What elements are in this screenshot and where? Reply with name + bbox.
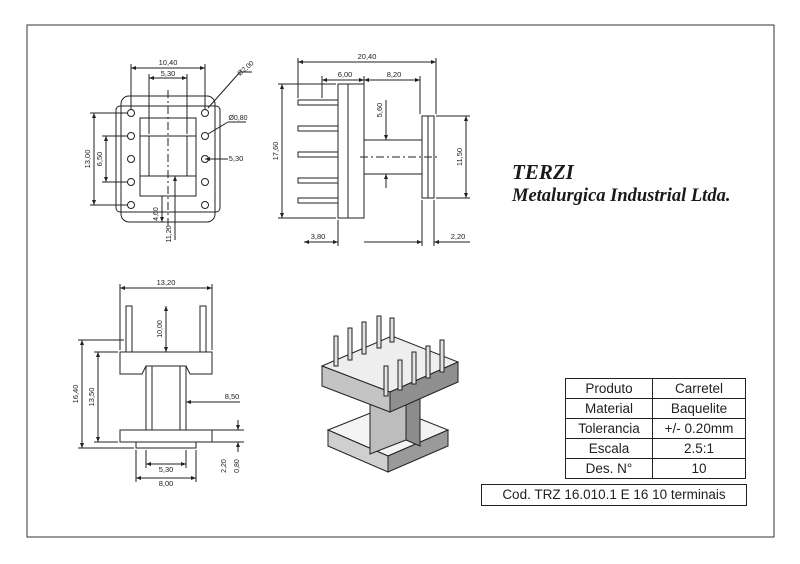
title-block-row: Tolerancia +/- 0.20mm: [565, 418, 746, 439]
leader-line: [207, 71, 241, 109]
title-block-row: Escala 2.5:1: [565, 438, 746, 459]
pin-hole: [201, 178, 209, 186]
title-block-value: 2.5:1: [652, 438, 746, 459]
iso-pins: [333, 315, 445, 397]
dim-width-inner: 5,30: [161, 69, 176, 78]
dim-height-right: 11,50: [455, 148, 464, 166]
pin: [425, 345, 431, 379]
pin-hole: [201, 201, 209, 209]
dim-left-part: 6,00: [338, 70, 353, 79]
title-block-label: Produto: [565, 378, 653, 399]
front-view: [78, 284, 244, 482]
title-block-label: Material: [565, 398, 653, 419]
front-view-base: [135, 441, 197, 449]
dim-overall: 20,40: [358, 52, 377, 61]
title-block-row: Produto Carretel: [565, 378, 746, 399]
dim-pin-dia: Ø2,00: [236, 60, 255, 78]
iso-top-flange-right: [389, 361, 459, 413]
side-view: [278, 58, 470, 246]
pin: [383, 365, 389, 397]
dim-bottom-right: 2,20: [451, 232, 466, 241]
top-view-pins-left: [127, 109, 135, 209]
dim-height-left: 17,60: [271, 142, 280, 161]
title-block-value: Carretel: [652, 378, 746, 399]
pin: [376, 315, 382, 349]
dim-width-outer: 10,40: [159, 58, 178, 67]
dim-pin-length: 10,00: [157, 320, 164, 338]
dim-offset-small: 4,60: [153, 207, 160, 221]
title-block-row: Des. N° 10: [565, 458, 746, 479]
title-block-value: Baquelite: [652, 398, 746, 419]
pin: [297, 177, 339, 184]
part-code: Cod. TRZ 16.010.1 E 16 10 terminais: [481, 484, 747, 506]
side-view-pins: [297, 99, 339, 204]
dim-flange-b: 0,80: [234, 459, 241, 473]
pin: [297, 151, 339, 158]
title-block: Produto Carretel Material Baquelite Tole…: [481, 378, 747, 508]
iso-base-right: [387, 429, 449, 473]
dim-core-width: 8,50: [225, 392, 240, 401]
pin: [199, 305, 207, 353]
pin-hole: [201, 109, 209, 117]
dim-bottom-left: 3,80: [311, 232, 326, 241]
top-view: [90, 64, 252, 240]
title-block-label: Des. N°: [565, 458, 653, 479]
front-view-top-flange: [119, 351, 213, 375]
dim-height-body: 13,50: [87, 388, 96, 407]
dim-width-top: 13,20: [157, 278, 176, 287]
dim-offset-large: 11,20: [166, 225, 173, 242]
pin-hole: [201, 132, 209, 140]
pin-hole: [127, 132, 135, 140]
title-block-table: Produto Carretel Material Baquelite Tole…: [565, 378, 746, 479]
pin: [397, 359, 403, 391]
pin-hole: [127, 201, 135, 209]
dim-base-inner: 5,30: [159, 465, 174, 474]
title-block-label: Escala: [565, 438, 653, 459]
dim-right-part: 8,20: [387, 70, 402, 79]
pin: [411, 351, 417, 385]
title-block-value: +/- 0.20mm: [652, 418, 746, 439]
pin: [439, 339, 445, 373]
company-name: TERZI: [512, 160, 574, 184]
drawing-border: [26, 24, 775, 538]
dim-pitch: 5,30: [229, 154, 244, 163]
leader-line: [207, 121, 229, 135]
pin: [361, 321, 367, 355]
pin: [333, 335, 339, 367]
pin: [297, 125, 339, 132]
dim-pin-circle: Ø0,80: [228, 115, 247, 122]
pin-hole: [127, 109, 135, 117]
dim-neck: 5,60: [375, 103, 384, 118]
pin: [297, 197, 339, 204]
top-view-pins-right: [201, 109, 209, 209]
dim-height-overall: 16,40: [71, 385, 80, 404]
dim-flange-a: 2,20: [221, 459, 228, 473]
pin: [125, 305, 133, 353]
pin: [297, 99, 339, 106]
dim-height-outer: 13,00: [83, 150, 92, 169]
title-block-row: Material Baquelite: [565, 398, 746, 419]
side-view-flange-left: [337, 83, 365, 219]
dim-height-inner: 6,50: [95, 152, 104, 167]
pin-hole: [127, 178, 135, 186]
isometric-view: [320, 315, 460, 473]
front-view-bottom-flange: [119, 429, 213, 443]
pin: [389, 317, 395, 343]
pin: [347, 327, 353, 361]
pin-hole: [127, 155, 135, 163]
title-block-value: 10: [652, 458, 746, 479]
title-block-label: Tolerancia: [565, 418, 653, 439]
dim-base-width: 8,00: [159, 479, 174, 488]
company-subtitle: Metalurgica Industrial Ltda.: [512, 186, 731, 206]
